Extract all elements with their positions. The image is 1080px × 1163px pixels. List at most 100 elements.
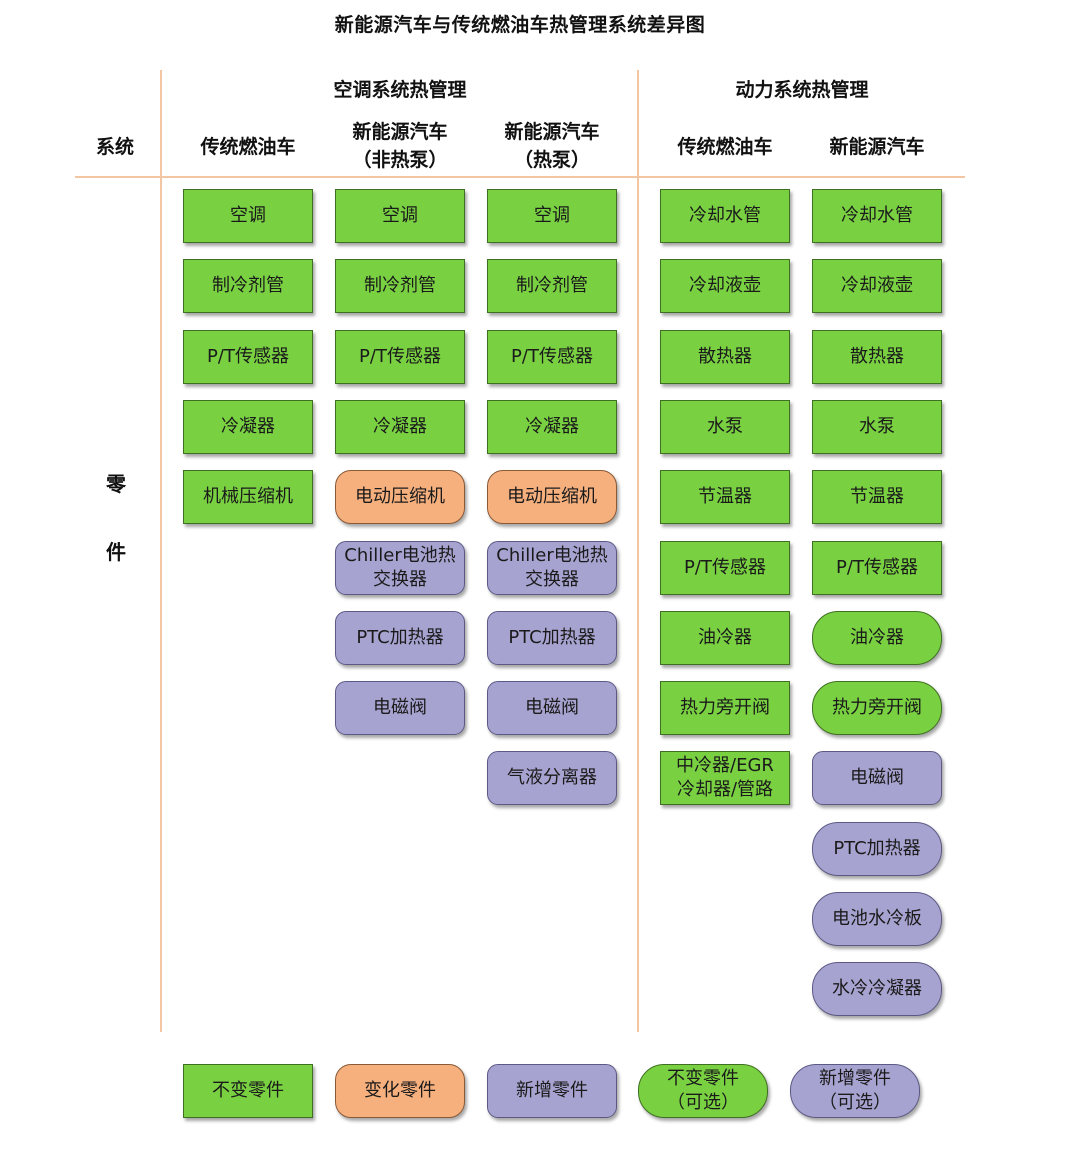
component-box: 热力旁开阀 [812,681,942,735]
legend-label: 变化零件 [364,1080,436,1101]
component-label: 散热器 [698,346,752,367]
component-box: PTC加热器 [335,611,465,665]
legend-label: 新增零件（可选） [819,1068,891,1113]
component-box: 油冷器 [812,611,942,665]
component-label: 水冷冷凝器 [832,978,922,999]
component-label: PTC加热器 [508,627,596,648]
component-box: 水泵 [812,400,942,454]
component-box: 油冷器 [660,611,790,665]
component-label: 水泵 [707,416,743,437]
component-label: PTC加热器 [356,627,444,648]
component-label: 节温器 [698,486,752,507]
component-label: 冷却液壶 [841,275,913,296]
component-box: 制冷剂管 [183,259,313,313]
component-box: 冷凝器 [335,400,465,454]
component-box: 水泵 [660,400,790,454]
component-label: 油冷器 [698,627,752,648]
component-label: 电磁阀 [525,697,579,718]
component-box: 空调 [183,189,313,243]
component-box: 冷却水管 [660,189,790,243]
component-box: 电动压缩机 [487,470,617,524]
component-box: 电磁阀 [335,681,465,735]
component-box: 散热器 [812,330,942,384]
component-label: 冷凝器 [221,416,275,437]
legend-label: 不变零件 [212,1080,284,1101]
component-box: 冷凝器 [487,400,617,454]
component-box: 电动压缩机 [335,470,465,524]
header-ac-nev-nonhp-line1: 新能源汽车 [352,121,448,143]
component-label: Chiller电池热交换器 [344,545,456,590]
component-box: 水冷冷凝器 [812,962,942,1016]
component-box: 空调 [487,189,617,243]
header-ac-nev-hp-line1: 新能源汽车 [504,121,600,143]
component-box: 制冷剂管 [487,259,617,313]
component-label: 电池水冷板 [832,908,922,929]
component-label: 节温器 [850,486,904,507]
component-label: P/T传感器 [836,557,918,578]
component-label: 水泵 [859,416,895,437]
row-label-bottom: 件 [106,540,126,564]
component-box: P/T传感器 [812,541,942,595]
header-ac-nev-nonhp-line2: （非热泵） [352,149,448,171]
legend-label: 不变零件（可选） [667,1068,739,1113]
component-box: 节温器 [812,470,942,524]
header-ac-traditional: 传统燃油车 [200,136,296,158]
legend-item: 新增零件 [487,1064,617,1118]
component-label: 空调 [230,205,266,226]
component-box: 冷凝器 [183,400,313,454]
component-label: 电动压缩机 [507,486,597,507]
legend-item: 变化零件 [335,1064,465,1118]
header-ac-nev-nonhp: 新能源汽车 （非热泵） [330,118,470,174]
component-box: 热力旁开阀 [660,681,790,735]
component-label: 冷却水管 [841,205,913,226]
component-box: 冷却液壶 [812,259,942,313]
component-label: 空调 [534,205,570,226]
component-box: 机械压缩机 [183,470,313,524]
divider-middle [637,70,639,1032]
component-label: 电动压缩机 [355,486,445,507]
header-underline [75,176,965,178]
component-label: 制冷剂管 [364,275,436,296]
component-label: P/T传感器 [359,346,441,367]
component-label: 热力旁开阀 [680,697,770,718]
power-section-header: 动力系统热管理 [735,79,869,101]
row-label-top: 零 [106,472,126,496]
component-label: P/T传感器 [207,346,289,367]
legend-item: 不变零件 [183,1064,313,1118]
component-box: PTC加热器 [812,822,942,876]
component-label: 冷凝器 [525,416,579,437]
header-power-nev: 新能源汽车 [829,136,925,158]
component-box: Chiller电池热交换器 [487,541,617,595]
component-box: P/T传感器 [487,330,617,384]
component-label: 制冷剂管 [516,275,588,296]
component-label: PTC加热器 [833,838,921,859]
component-box: 冷却水管 [812,189,942,243]
component-box: P/T传感器 [183,330,313,384]
divider-left [160,70,162,1032]
component-label: 冷却水管 [689,205,761,226]
legend-item: 新增零件（可选） [790,1064,920,1118]
component-label: 电磁阀 [373,697,427,718]
component-box: 空调 [335,189,465,243]
component-box: 电池水冷板 [812,892,942,946]
component-label: 冷却液壶 [689,275,761,296]
header-power-traditional: 传统燃油车 [677,136,773,158]
component-label: 散热器 [850,346,904,367]
component-box: 气液分离器 [487,751,617,805]
legend-item: 不变零件（可选） [638,1064,768,1118]
component-label: Chiller电池热交换器 [496,545,608,590]
component-box: Chiller电池热交换器 [335,541,465,595]
component-label: 气液分离器 [507,767,597,788]
component-label: P/T传感器 [511,346,593,367]
component-box: 电磁阀 [812,751,942,805]
component-label: 机械压缩机 [203,486,293,507]
ac-section-header: 空调系统热管理 [333,79,467,101]
component-box: P/T传感器 [660,541,790,595]
header-ac-nev-hp: 新能源汽车 （热泵） [482,118,622,174]
component-label: 热力旁开阀 [832,697,922,718]
component-label: P/T传感器 [684,557,766,578]
diagram-title: 新能源汽车与传统燃油车热管理系统差异图 [334,14,706,36]
component-box: 散热器 [660,330,790,384]
